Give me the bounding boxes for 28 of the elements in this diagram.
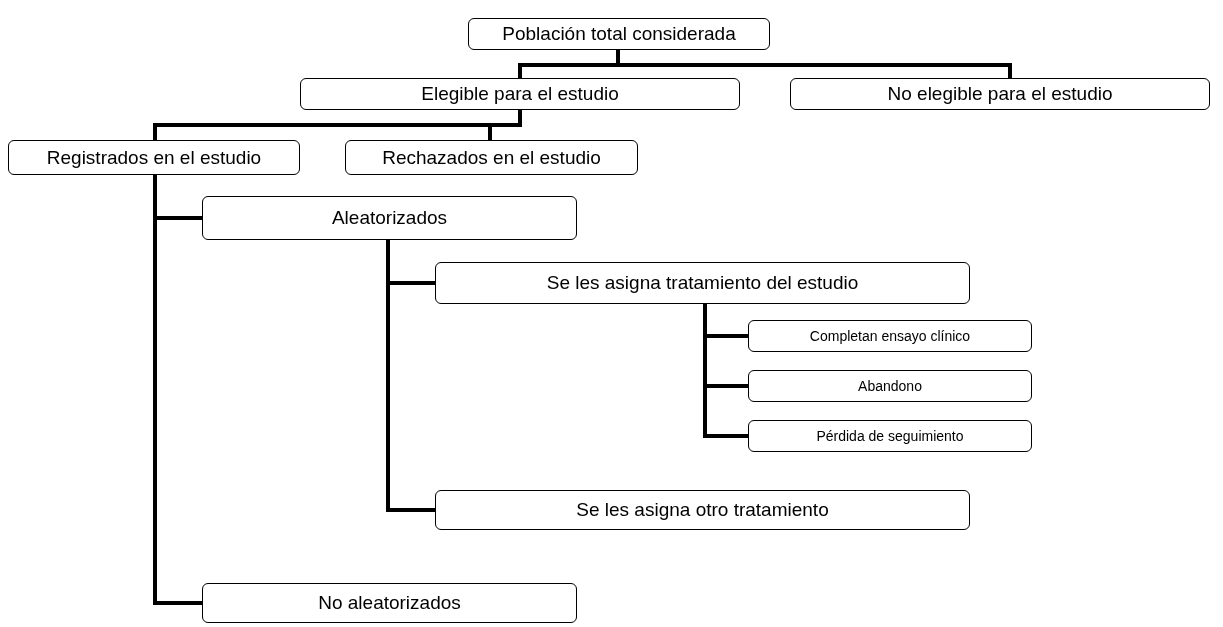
box-label: Abandono	[858, 378, 922, 394]
process-box	[202, 196, 577, 240]
process-box	[748, 320, 1032, 352]
box-label: No elegible para el estudio	[887, 83, 1113, 105]
box-label: Registrados en el estudio	[46, 146, 262, 169]
box-label: Se les asigna otro tratamiento	[576, 499, 829, 521]
process-box	[300, 78, 740, 110]
box-label: Rechazados en el estudio	[382, 146, 601, 169]
box-label: Completan ensayo clínico	[809, 328, 971, 344]
box-label: Pérdida de seguimiento	[816, 428, 964, 444]
connector-line	[488, 110, 522, 140]
connector-line	[386, 240, 435, 512]
process-box	[202, 583, 577, 623]
connector-line	[153, 175, 202, 605]
process-box	[8, 140, 300, 175]
box-label: Se les asigna tratamiento del estudio	[546, 272, 859, 294]
process-box	[345, 140, 638, 175]
box-label: Población total considerada	[502, 23, 736, 45]
box-label: Elegible para el estudio	[421, 83, 619, 105]
process-box	[748, 420, 1032, 452]
box-label: No aleatorizados	[318, 592, 461, 614]
box-label: Aleatorizados	[331, 207, 448, 229]
process-box	[790, 78, 1210, 110]
process-box	[748, 370, 1032, 402]
process-box	[435, 490, 970, 530]
connector-line	[616, 50, 1012, 78]
process-box	[468, 18, 770, 50]
process-box	[435, 262, 970, 304]
